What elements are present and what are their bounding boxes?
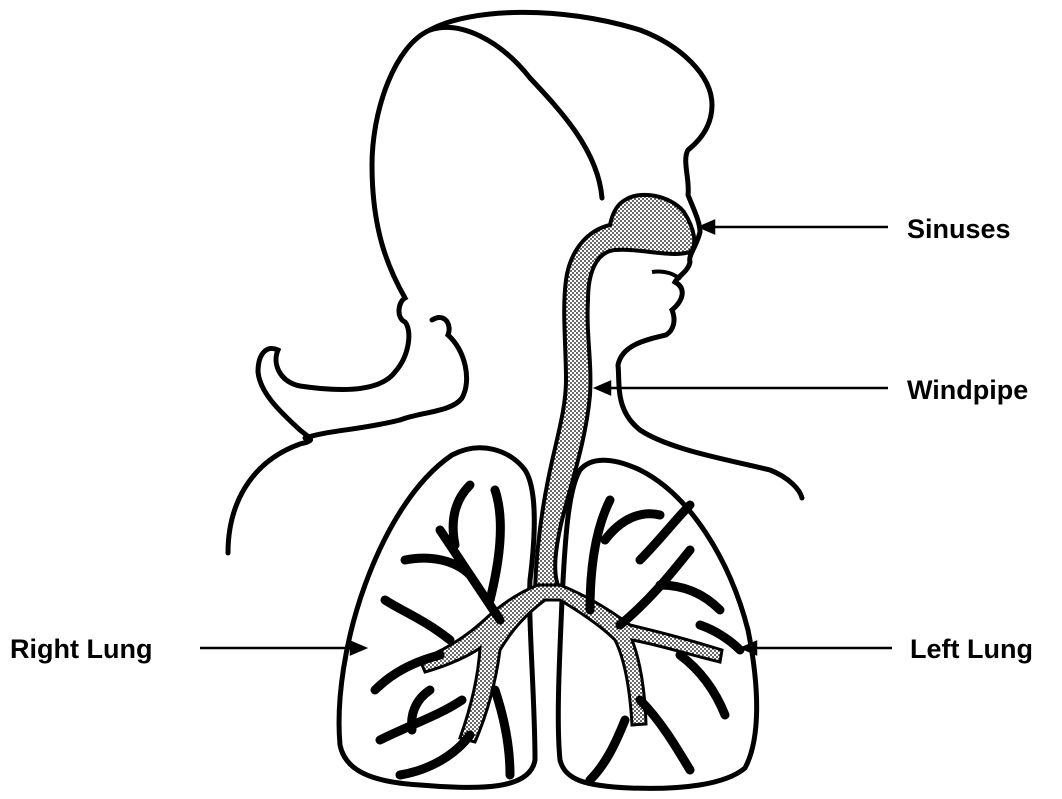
face-profile xyxy=(430,12,802,498)
label-left-lung: Left Lung xyxy=(910,636,1033,663)
left-lung-outline xyxy=(558,460,756,788)
label-windpipe: Windpipe xyxy=(907,377,1028,404)
label-sinuses: Sinuses xyxy=(907,216,1011,243)
head-outline xyxy=(228,27,602,553)
windpipe-arrowhead xyxy=(596,382,610,394)
label-right-lung: Right Lung xyxy=(10,636,152,663)
